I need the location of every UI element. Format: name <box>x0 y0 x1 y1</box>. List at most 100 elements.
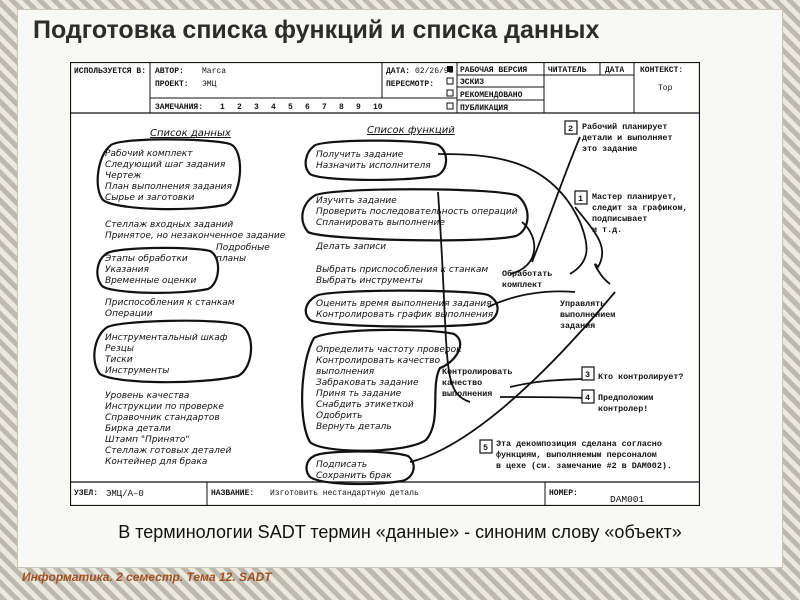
context-value: Top <box>658 84 673 93</box>
annotation-line: комплект <box>502 280 542 290</box>
func-loose-1: Делать записи <box>315 242 386 252</box>
date-label: ДАТА: <box>386 67 410 76</box>
note-line: в цехе (см. замечание #2 в DAM002). <box>496 461 672 471</box>
slide-caption: В терминологии SADT термин «данные» - си… <box>118 522 682 542</box>
function-item: Выбрать приспособления к станкам <box>316 265 488 275</box>
data-item: Стеллаж готовых деталей <box>105 446 231 456</box>
data-item: Указания <box>105 265 149 275</box>
note-line: контролер! <box>598 404 648 414</box>
data-item: Временные оценки <box>105 276 197 286</box>
function-item: Выбрать инструменты <box>316 276 423 286</box>
data-loop-3 <box>93 319 253 384</box>
slide-title: Подготовка списка функций и списка данны… <box>33 16 600 44</box>
connector-estimate <box>487 290 576 308</box>
note-line: следит за графиком, <box>592 203 688 213</box>
side-note-line: Подробные <box>216 243 270 253</box>
function-item: Изучить задание <box>316 196 397 206</box>
note-line: функциям, выполняемым персоналом <box>496 450 657 460</box>
note3-box <box>581 366 595 381</box>
annotation-line: задания <box>560 321 595 331</box>
connector-study-task <box>509 221 536 275</box>
note2-number: 2 <box>568 124 573 134</box>
func-group-loops <box>301 139 529 486</box>
connector-sign <box>409 291 616 463</box>
sadt-form: ИСПОЛЬЗУЕТСЯ В: АВТОР: Marca ПРОЕКТ: ЭМЦ… <box>69 61 701 507</box>
data-list-heading: Список данных <box>150 128 231 139</box>
note1-text: Мастер планирует,следит за графиком,подп… <box>592 192 688 235</box>
data-item: Контейнер для брака <box>105 457 207 467</box>
status-recommended: РЕКОМЕНДОВАНО <box>460 91 523 100</box>
note-line: это задание <box>582 144 637 154</box>
status-working: РАБОЧАЯ ВЕРСИЯ <box>460 66 527 75</box>
function-item: Приня ть задание <box>316 389 402 399</box>
status-marker <box>446 77 454 85</box>
function-item: Делать записи <box>315 242 386 252</box>
annotation-line: выполнения <box>442 389 492 399</box>
status-marker-filled <box>447 66 453 72</box>
connector-note4 <box>499 396 584 399</box>
note1-number: 1 <box>578 194 583 204</box>
note-line: детали и выполняет <box>582 133 672 143</box>
data-item: Этапы обработки <box>104 254 188 264</box>
note-line: Мастер планирует, <box>592 192 677 202</box>
slide-footer: Информатика. 2 семестр. Тема 12. SADT <box>22 570 272 584</box>
number-value: DAM001 <box>610 494 645 505</box>
data-item: Уровень качества <box>105 391 189 401</box>
function-item: Контролировать качество <box>316 356 441 366</box>
function-item: Подписать <box>316 460 367 470</box>
note4-number: 4 <box>585 393 590 403</box>
data-item: Рабочий комплект <box>105 149 193 159</box>
func-loop-5 <box>305 450 415 486</box>
function-item: Оценить время выполнения задания <box>316 299 492 309</box>
data-group-loops <box>93 138 253 384</box>
note5-number: 5 <box>483 443 488 453</box>
func-loop-4 <box>301 328 462 452</box>
func-group-3: Оценить время выполнения заданияКонтроли… <box>316 299 494 320</box>
reader-label: ЧИТАТЕЛЬ <box>548 66 587 75</box>
function-item: Назначить исполнителя <box>316 161 431 171</box>
func-loose-2: Выбрать приспособления к станкамВыбрать … <box>316 265 488 286</box>
func-loop-2 <box>301 188 529 242</box>
note-number: 3 <box>254 103 259 112</box>
connector-note3 <box>509 378 583 388</box>
connector-note1 <box>574 206 611 285</box>
note2-box <box>564 120 578 135</box>
data-loop-2 <box>96 246 220 294</box>
func-list-heading: Список функций <box>367 125 455 136</box>
data-item: Чертеж <box>105 171 142 181</box>
function-item: Снабдить этикеткой <box>316 400 414 410</box>
data-item: Инструментальный шкаф <box>105 333 228 343</box>
data-item: Тиски <box>105 355 133 365</box>
func-loop-3 <box>304 289 499 328</box>
name-label: НАЗВАНИЕ: <box>211 489 254 498</box>
note-number: 9 <box>356 103 361 112</box>
note-number: 1 <box>220 103 225 112</box>
function-item: Контролировать график выполнения <box>316 310 494 320</box>
annotation-line: Контролировать <box>442 367 512 377</box>
note4-box <box>581 389 595 404</box>
function-item: Спланировать выполнение <box>316 218 445 228</box>
form-border <box>69 61 701 507</box>
function-item: Получить задание <box>316 150 404 160</box>
project-label: ПРОЕКТ: <box>155 80 189 89</box>
data-item: Инструкции по проверке <box>105 402 224 412</box>
function-item: Определить частоту проверок <box>316 345 462 355</box>
connector-lines <box>409 136 616 463</box>
note-number: 6 <box>305 103 310 112</box>
data-group-3: Инструментальный шкафРезцыТискиИнструмен… <box>105 333 228 376</box>
note-line: Рабочий планирует <box>582 121 667 132</box>
annotation-line: выполнением <box>560 310 615 320</box>
note5-text: Эта декомпозиция сделана согласнофункция… <box>496 439 672 471</box>
data-item: Бирка детали <box>105 424 171 434</box>
